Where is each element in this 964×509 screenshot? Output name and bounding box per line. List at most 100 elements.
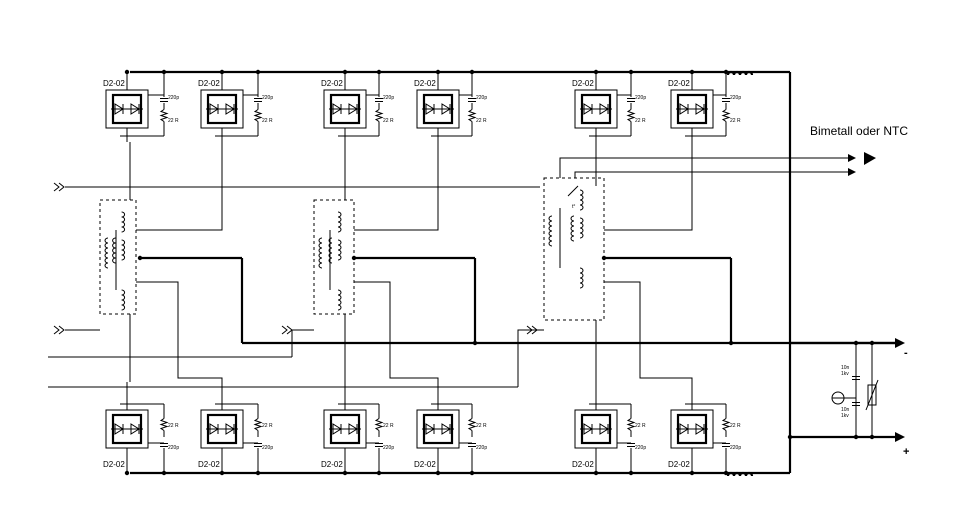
junction-dot bbox=[728, 340, 734, 346]
sensor-line bbox=[559, 157, 855, 178]
resistor-symbol bbox=[253, 418, 263, 431]
wire bbox=[354, 281, 439, 382]
minus-label: - bbox=[904, 347, 908, 359]
resistor-symbol bbox=[721, 418, 731, 431]
sensor-arrow bbox=[864, 152, 876, 165]
capacitor-label: 220p bbox=[476, 445, 487, 451]
junction-dot bbox=[723, 470, 729, 476]
module-label: D2-02 bbox=[572, 79, 594, 88]
thermal-switch bbox=[567, 185, 579, 197]
transformer-2 bbox=[313, 199, 355, 315]
coil bbox=[579, 189, 584, 211]
junction-dot bbox=[787, 434, 793, 440]
junction-dot bbox=[593, 470, 599, 476]
junction-dot bbox=[472, 340, 478, 346]
filter-cap-rating: 1kv bbox=[841, 371, 849, 377]
junction-dot bbox=[628, 69, 634, 75]
module-label: D2-02 bbox=[414, 79, 436, 88]
wire bbox=[604, 281, 693, 382]
capacitor-label: 220p bbox=[168, 95, 179, 101]
junction-dot bbox=[376, 470, 382, 476]
junction-dot bbox=[342, 69, 348, 75]
resistor-label: 22 R bbox=[168, 423, 179, 429]
resistor-symbol bbox=[467, 418, 477, 431]
junction-dot bbox=[853, 434, 859, 440]
resistor-label: 22 R bbox=[168, 118, 179, 124]
resistor-label: 22 R bbox=[262, 118, 273, 124]
minus-arrow bbox=[895, 338, 905, 348]
varistor-slash bbox=[865, 379, 879, 411]
coil bbox=[548, 215, 553, 247]
wire bbox=[354, 142, 439, 231]
sensor-label: Bimetall oder NTC bbox=[810, 124, 908, 138]
coil bbox=[121, 289, 126, 311]
coil bbox=[112, 237, 116, 264]
junction-dot bbox=[342, 470, 348, 476]
diode-module: D2-02 22 R 220p bbox=[414, 382, 487, 476]
plus-arrow bbox=[895, 432, 905, 442]
junction-dot bbox=[435, 69, 441, 75]
capacitor-label: 220p bbox=[383, 445, 394, 451]
output-section bbox=[726, 70, 905, 477]
transformer-frame bbox=[99, 199, 137, 315]
wire bbox=[136, 142, 223, 231]
module-label: D2-02 bbox=[103, 460, 125, 469]
resistor-symbol bbox=[626, 418, 636, 431]
junction-dot bbox=[869, 340, 875, 346]
coil bbox=[579, 267, 584, 289]
junction-dot bbox=[723, 69, 729, 75]
resistor-label: 22 R bbox=[730, 118, 741, 124]
resistor-symbol bbox=[467, 109, 477, 122]
junction-dot bbox=[161, 470, 167, 476]
filter-cap-label: 10n bbox=[841, 407, 850, 413]
transformer-3 bbox=[543, 177, 605, 321]
wiring bbox=[48, 70, 900, 475]
input-chevron bbox=[53, 182, 60, 192]
coil bbox=[337, 239, 342, 261]
varistor bbox=[867, 384, 877, 406]
transformer-frame bbox=[313, 199, 355, 315]
transformer-1 bbox=[99, 199, 137, 315]
capacitor-label: 220p bbox=[730, 95, 741, 101]
coil bbox=[328, 237, 333, 264]
input-chevron bbox=[281, 325, 288, 335]
junction-dot bbox=[853, 340, 859, 346]
wire bbox=[517, 329, 544, 387]
coil bbox=[337, 289, 342, 311]
resistor-symbol bbox=[374, 109, 384, 122]
filter-cap-label: 10n bbox=[841, 365, 850, 371]
capacitor-label: 220p bbox=[383, 95, 394, 101]
resistor-label: 22 R bbox=[476, 423, 487, 429]
capacitor-label: 220p bbox=[168, 445, 179, 451]
gate-transformers bbox=[99, 177, 605, 321]
coil bbox=[121, 239, 126, 261]
plus-label: + bbox=[903, 446, 909, 458]
coil bbox=[318, 237, 323, 269]
module-label: D2-02 bbox=[414, 460, 436, 469]
resistor-label: 22 R bbox=[635, 118, 646, 124]
junction-dot bbox=[689, 470, 695, 476]
module-label: D2-02 bbox=[198, 79, 220, 88]
junction-dot bbox=[435, 470, 441, 476]
junction-dot bbox=[137, 255, 143, 261]
module-label: D2-02 bbox=[668, 460, 690, 469]
output-inductor bbox=[726, 70, 754, 76]
junction-dot bbox=[689, 69, 695, 75]
junction-dot bbox=[161, 69, 167, 75]
capacitor-label: 220p bbox=[476, 95, 487, 101]
junction-dot bbox=[219, 470, 225, 476]
resistor-symbol bbox=[253, 109, 263, 122]
resistor-symbol bbox=[721, 109, 731, 122]
resistor-label: 22 R bbox=[262, 423, 273, 429]
junction-dot bbox=[469, 69, 475, 75]
